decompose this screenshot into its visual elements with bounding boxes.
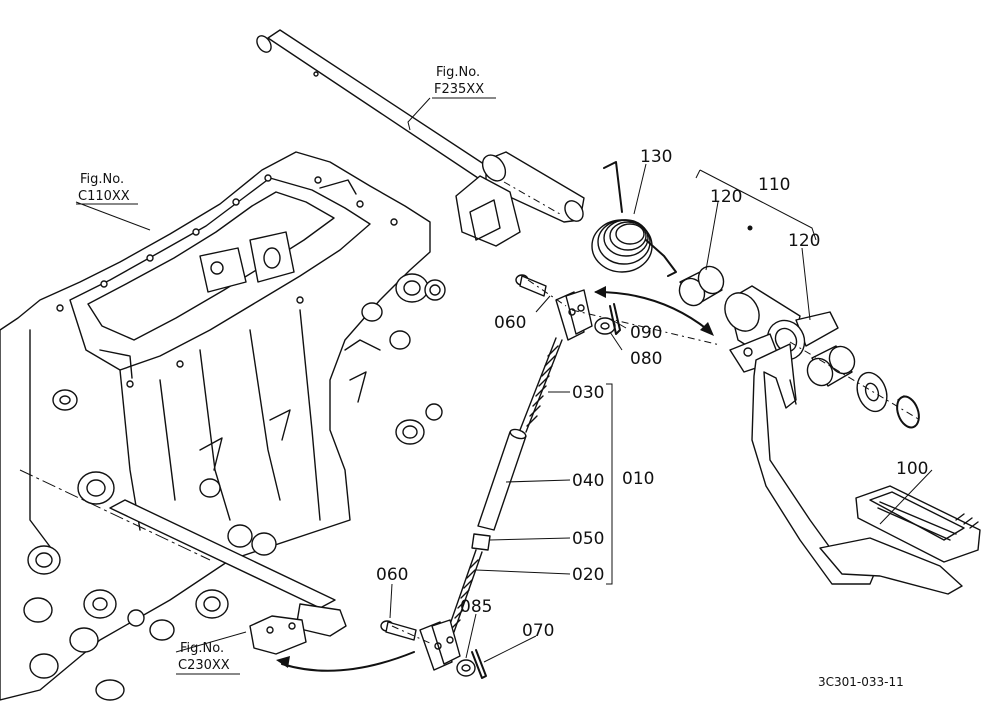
flange-bolt-holes [56, 174, 398, 388]
reference-code: F235XX [434, 82, 484, 97]
reference-code: C110XX [78, 189, 130, 204]
reference-prefix: Fig.No. [436, 65, 480, 80]
transmission-case-drawing [0, 151, 446, 701]
part-label-050: 050 [572, 529, 604, 549]
part-label-085: 085 [460, 597, 492, 617]
part-label-040: 040 [572, 471, 604, 491]
reference-code: C230XX [178, 658, 230, 673]
leader-lines [75, 97, 933, 663]
bracket-010 [606, 383, 613, 585]
pedal-arm-110 [724, 225, 963, 595]
part-label-100: 100 [896, 459, 928, 479]
rod-bracket-drawing [249, 615, 307, 655]
washer-right [856, 371, 888, 413]
assembly-arrow-lower [276, 651, 415, 672]
bracket-110 [695, 169, 817, 241]
part-label-060-lower: 060 [376, 565, 408, 585]
pedal-pad-100 [855, 485, 981, 563]
centerline-pin-lower [391, 625, 433, 645]
part-label-060-upper: 060 [494, 313, 526, 333]
centerline-pedal [789, 341, 921, 421]
part-label-010: 010 [622, 469, 654, 489]
brake-shaft-drawing [256, 29, 585, 247]
part-label-070: 070 [522, 621, 554, 641]
assembly-arrow-upper [594, 286, 714, 336]
clevis-pin-060-upper [515, 274, 547, 297]
part-label-120-left: 120 [710, 187, 742, 207]
rod-assembly-010 [419, 289, 593, 671]
reference-label-c110: Fig.No. C110XX [76, 172, 138, 205]
reference-label-f235: Fig.No. F235XX [432, 65, 496, 99]
bushing-120-left [678, 265, 725, 307]
part-label-090: 090 [630, 323, 662, 343]
reference-prefix: Fig.No. [180, 641, 224, 656]
washer-085 [456, 659, 476, 677]
part-label-120-right: 120 [788, 231, 820, 251]
part-label-020: 020 [572, 565, 604, 585]
part-number-labels: 130 110 120 120 060 090 080 030 040 010 … [376, 147, 928, 641]
part-label-080: 080 [630, 349, 662, 369]
drawing-code: 3C301-033-11 [818, 675, 904, 689]
part-label-110: 110 [758, 175, 790, 195]
reference-label-c230: Fig.No. C230XX [176, 641, 240, 675]
return-spring-130 [591, 161, 677, 277]
split-pin-070 [471, 649, 487, 679]
bushing-120-right [806, 345, 856, 387]
clevis-pin-060-lower [380, 620, 417, 641]
part-label-130: 130 [640, 147, 672, 167]
centerline-shaft [503, 181, 561, 215]
centerline-pin-upper [527, 279, 567, 307]
part-label-030: 030 [572, 383, 604, 403]
snap-ring-right [896, 395, 920, 429]
reference-prefix: Fig.No. [80, 172, 124, 187]
